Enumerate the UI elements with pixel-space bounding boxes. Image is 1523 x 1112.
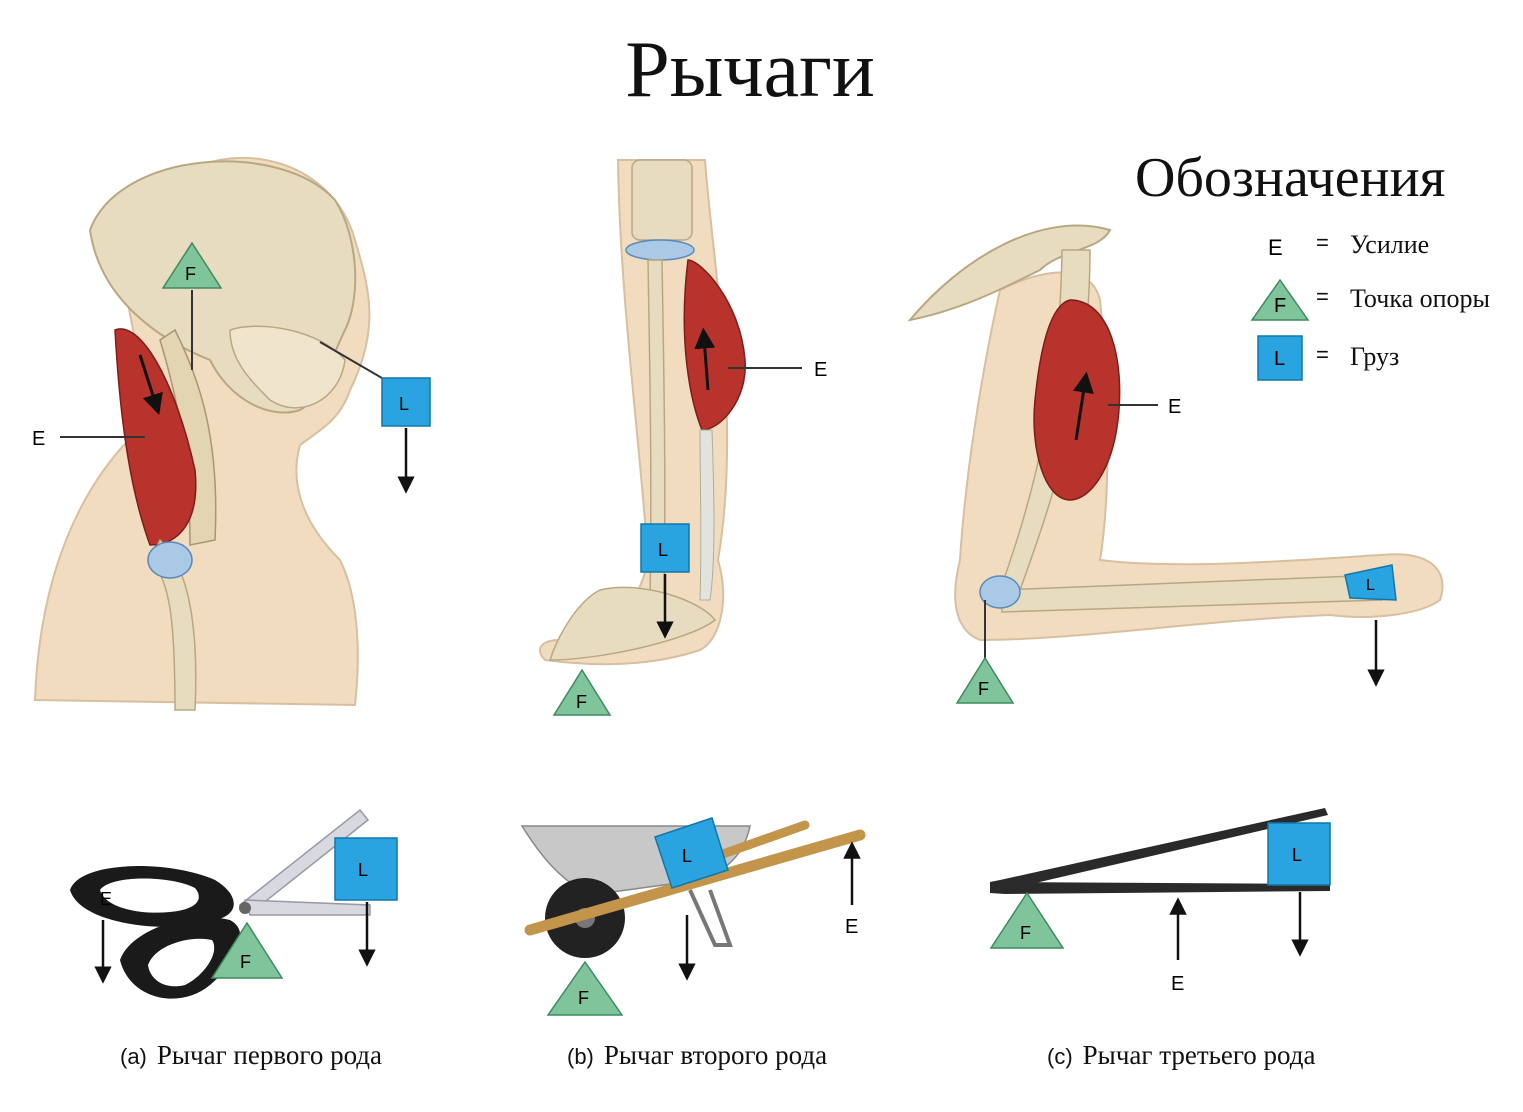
load-square-icon bbox=[381, 377, 431, 427]
caption-text: Рычаг первого рода bbox=[156, 1040, 383, 1070]
load-square-icon bbox=[1344, 564, 1397, 601]
fulcrum-triangle-icon bbox=[210, 921, 284, 979]
tweezers-figure: L F E bbox=[989, 808, 1331, 995]
load-label-b-bottom: L bbox=[682, 846, 692, 866]
load-label-c-bottom: L bbox=[1292, 845, 1302, 865]
caption-tag: (c) bbox=[1047, 1044, 1073, 1069]
caption-tag: (a) bbox=[120, 1044, 147, 1069]
fulcrum-label-a-bottom: F bbox=[240, 952, 251, 972]
caption-text: Рычаг третьего рода bbox=[1082, 1040, 1316, 1070]
legend-item-load: L = Груз bbox=[1250, 334, 1520, 384]
load-square-icon bbox=[1267, 822, 1331, 886]
caption-second-class-lever: (b) Рычаг второго рода bbox=[567, 1040, 827, 1071]
svg-text:F: F bbox=[1274, 295, 1286, 317]
legend-label-fulcrum: Точка опоры bbox=[1350, 284, 1490, 313]
effort-label-c-bottom: E bbox=[1171, 973, 1184, 995]
fulcrum-label-b-bottom: F bbox=[578, 988, 589, 1008]
effort-label-c-top: E bbox=[1168, 396, 1181, 418]
load-square-icon bbox=[654, 817, 729, 889]
legend-item-fulcrum: F = Точка опоры bbox=[1250, 276, 1520, 326]
fulcrum-triangle-icon bbox=[955, 656, 1015, 704]
effort-label-b-bottom: E bbox=[845, 916, 858, 938]
fulcrum-triangle-icon bbox=[552, 668, 612, 716]
load-square-icon bbox=[334, 837, 398, 901]
leg-foot-figure: E L F bbox=[539, 159, 827, 716]
caption-first-class-lever: (a) Рычаг первого рода bbox=[120, 1040, 382, 1071]
load-label-a: L bbox=[399, 394, 409, 414]
caption-third-class-lever: (c) Рычаг третьего рода bbox=[1047, 1040, 1316, 1071]
fulcrum-triangle-icon bbox=[161, 241, 223, 289]
fulcrum-triangle-icon: F bbox=[1250, 278, 1310, 321]
svg-text:E: E bbox=[1268, 235, 1283, 260]
fulcrum-triangle-icon bbox=[989, 891, 1065, 949]
fulcrum-label-a: F bbox=[185, 264, 196, 284]
scissors-figure: E F L bbox=[70, 808, 398, 999]
legend-title: Обозначения bbox=[1135, 147, 1446, 209]
legend-label-effort: Усилие bbox=[1350, 230, 1430, 259]
fulcrum-label-c-bottom: F bbox=[1020, 923, 1031, 943]
legend-equals: = bbox=[1316, 342, 1329, 367]
effort-label-a-bottom: E bbox=[100, 889, 112, 909]
page-title: Рычаги bbox=[625, 26, 875, 114]
effort-label-a: E bbox=[32, 428, 45, 450]
fulcrum-triangle-icon bbox=[546, 960, 624, 1016]
wheelbarrow-figure: L F E bbox=[520, 817, 866, 1016]
effort-label-b-top: E bbox=[814, 359, 827, 381]
load-label-a-bottom: L bbox=[358, 860, 368, 880]
legend-equals: = bbox=[1316, 230, 1329, 255]
load-label-b-top: L bbox=[658, 540, 668, 560]
arm-figure: E F L bbox=[907, 224, 1444, 704]
caption-text: Рычаг второго рода bbox=[603, 1040, 828, 1070]
caption-tag: (b) bbox=[567, 1044, 594, 1069]
legend-item-effort: E = Усилие bbox=[1250, 222, 1520, 272]
load-label-c-top: L bbox=[1366, 577, 1375, 594]
load-square-icon bbox=[640, 523, 690, 573]
fulcrum-label-c-top: F bbox=[978, 679, 989, 699]
head-neck-figure: E F L bbox=[32, 156, 431, 711]
legend-equals: = bbox=[1316, 284, 1329, 309]
fulcrum-label-b-top: F bbox=[576, 692, 587, 712]
load-square-icon: L bbox=[1257, 335, 1303, 381]
effort-symbol: E bbox=[1268, 235, 1283, 260]
legend-label-load: Груз bbox=[1350, 342, 1400, 371]
svg-text:L: L bbox=[1274, 348, 1285, 370]
